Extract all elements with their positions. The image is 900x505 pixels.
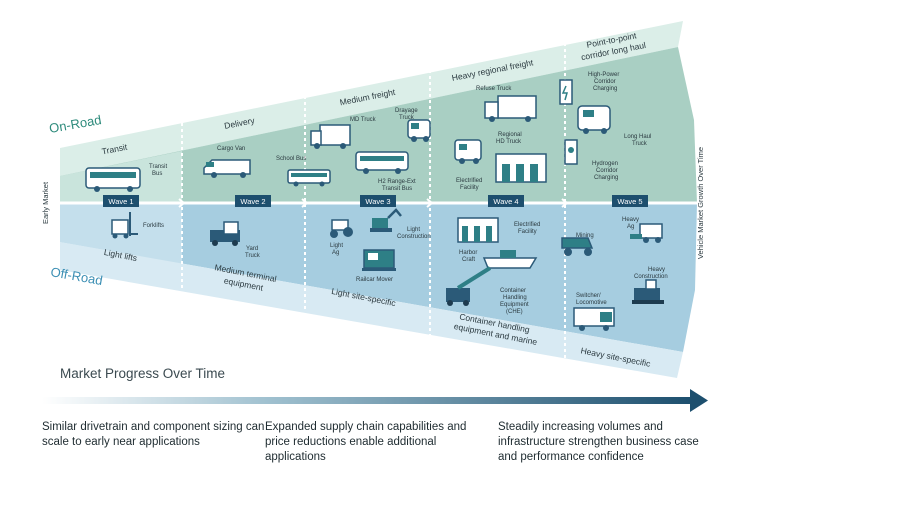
- footnote-3: Steadily increasing volumes and infrastr…: [498, 421, 699, 463]
- che-label-1: Container: [500, 288, 526, 294]
- cargo-van-label: Cargo Van: [217, 146, 245, 152]
- long-haul-truck-label-2: Truck: [632, 141, 648, 147]
- market-growth-label: Vehicle Market Growth Over Time: [696, 147, 705, 259]
- hydrogen-charger-icon: [564, 139, 578, 165]
- che-reach-stacker-icon: [446, 266, 492, 306]
- on-road-facility-label-1: Electrified: [456, 178, 482, 184]
- light-ag-label-1: Light: [330, 243, 343, 249]
- heavy-ag-label-1: Heavy: [622, 217, 639, 223]
- light-construction-label-1: Light: [407, 227, 420, 233]
- wave-2-label: Wave 2: [240, 197, 265, 206]
- regional-hd-truck-icon: [454, 139, 482, 164]
- yard-truck-label-2: Truck: [245, 253, 261, 259]
- h2-bus-label-2: Transit Bus: [382, 186, 412, 192]
- switcher-label-1: Switcher/: [576, 293, 601, 299]
- wave-4-box: [488, 195, 524, 207]
- school-bus-label: School Bus: [276, 156, 306, 162]
- off-road-icons: Forklifts Yard Truck Light Ag Light Cons…: [111, 208, 668, 331]
- switcher-label-2: Locomotive: [576, 300, 607, 306]
- forklift-icon: [111, 212, 138, 239]
- refuse-truck-icon: [484, 95, 537, 122]
- high-power-charging-label-3: Charging: [593, 86, 617, 92]
- railcar-mover-icon: [362, 249, 396, 271]
- light-construction-label-2: Construction: [397, 234, 431, 240]
- md-truck-label: MD Truck: [350, 117, 377, 123]
- heavy-ag-label-2: Ag: [627, 224, 634, 230]
- transit-bus-icon: [85, 167, 141, 192]
- wave-markers: Wave 1 Wave 2 Wave 3 Wave 4 Wave 5: [103, 195, 648, 207]
- hydrogen-charging-label-1: Hydrogen: [592, 161, 618, 167]
- harbor-craft-label-1: Harbor: [459, 250, 477, 256]
- wave-1-box: [103, 195, 139, 207]
- drayage-truck-icon: [407, 119, 431, 142]
- long-haul-truck-label-1: Long Haul: [624, 134, 651, 140]
- progress-label: Market Progress Over Time: [60, 366, 226, 381]
- progress-arrow: [42, 389, 708, 412]
- h2-bus-icon: [355, 151, 409, 174]
- off-road-facility-icon: [457, 217, 499, 243]
- wave-2-box: [235, 195, 271, 207]
- regional-hd-truck-label-2: HD Truck: [496, 139, 522, 145]
- high-power-charging-label-2: Corridor: [594, 79, 616, 85]
- wave-1-label: Wave 1: [108, 197, 133, 206]
- on-road-title: On-Road: [48, 112, 103, 136]
- footnote-2: Expanded supply chain capabilities and p…: [265, 421, 467, 463]
- che-label-2: Handling: [503, 295, 527, 301]
- harbor-craft-label-2: Craft: [462, 257, 475, 263]
- hydrogen-charging-label-2: Corridor: [596, 168, 618, 174]
- che-label-3: Equipment: [500, 302, 529, 308]
- railcar-mover-label: Railcar Mover: [356, 277, 393, 283]
- che-label-4: (CHE): [506, 309, 523, 315]
- cargo-van-icon: [203, 159, 251, 178]
- heavy-construction-icon: [632, 279, 664, 304]
- yard-truck-icon: [210, 221, 240, 246]
- mining-truck-icon: [561, 237, 594, 256]
- off-road-facility-label-2: Facility: [518, 229, 537, 235]
- harbor-craft-icon: [482, 250, 538, 269]
- wave-3-label: Wave 3: [365, 197, 390, 206]
- electrified-facility-icon: [495, 153, 547, 183]
- heavy-construction-label-2: Construction: [634, 274, 668, 280]
- md-truck-icon: [310, 124, 351, 149]
- footnote-1: Similar drivetrain and component sizing …: [42, 421, 265, 448]
- regional-hd-truck-label-1: Regional: [498, 132, 522, 138]
- switcher-locomotive-icon: [573, 307, 615, 331]
- off-road-facility-label-1: Electrified: [514, 222, 540, 228]
- drayage-truck-label-1: Drayage: [395, 108, 418, 114]
- category-transit: Transit: [101, 142, 129, 157]
- forklifts-label: Forklifts: [143, 223, 164, 229]
- high-power-charging-label-1: High-Power: [588, 72, 619, 78]
- mining-label: Mining: [576, 233, 594, 239]
- transit-bus-label-2: Bus: [152, 171, 162, 177]
- on-road-icons: Transit Bus Cargo Van School Bus MD Truc…: [85, 72, 651, 192]
- yard-truck-label-1: Yard: [246, 246, 258, 252]
- on-road-facility-label-2: Facility: [460, 185, 479, 191]
- school-bus-icon: [287, 169, 331, 187]
- light-excavator-icon: [370, 208, 402, 232]
- drayage-truck-label-2: Truck: [399, 115, 415, 121]
- wave-5-box: [612, 195, 648, 207]
- light-ag-label-2: Ag: [332, 250, 339, 256]
- light-ag-tractor-icon: [330, 219, 353, 238]
- transit-bus-label-1: Transit: [149, 164, 167, 170]
- long-haul-truck-icon: [577, 105, 611, 134]
- h2-bus-label-1: H2 Range-Ext: [378, 179, 416, 185]
- high-power-charger-icon: [559, 79, 573, 105]
- on-road-category-band: [60, 21, 683, 176]
- heavy-construction-label-1: Heavy: [648, 267, 665, 273]
- early-market-label: Early Market: [41, 181, 50, 224]
- off-road-category-band: [60, 242, 683, 378]
- wave-4-label: Wave 4: [493, 197, 518, 206]
- heavy-ag-combine-icon: [630, 223, 663, 243]
- hydrogen-charging-label-3: Charging: [594, 175, 618, 181]
- wave-5-label: Wave 5: [617, 197, 642, 206]
- center-chevrons: [178, 198, 569, 208]
- on-road-category-labels: Transit Delivery Medium freight Heavy re…: [101, 30, 647, 156]
- refuse-truck-label: Refuse Truck: [476, 86, 512, 92]
- wave-3-box: [360, 195, 396, 207]
